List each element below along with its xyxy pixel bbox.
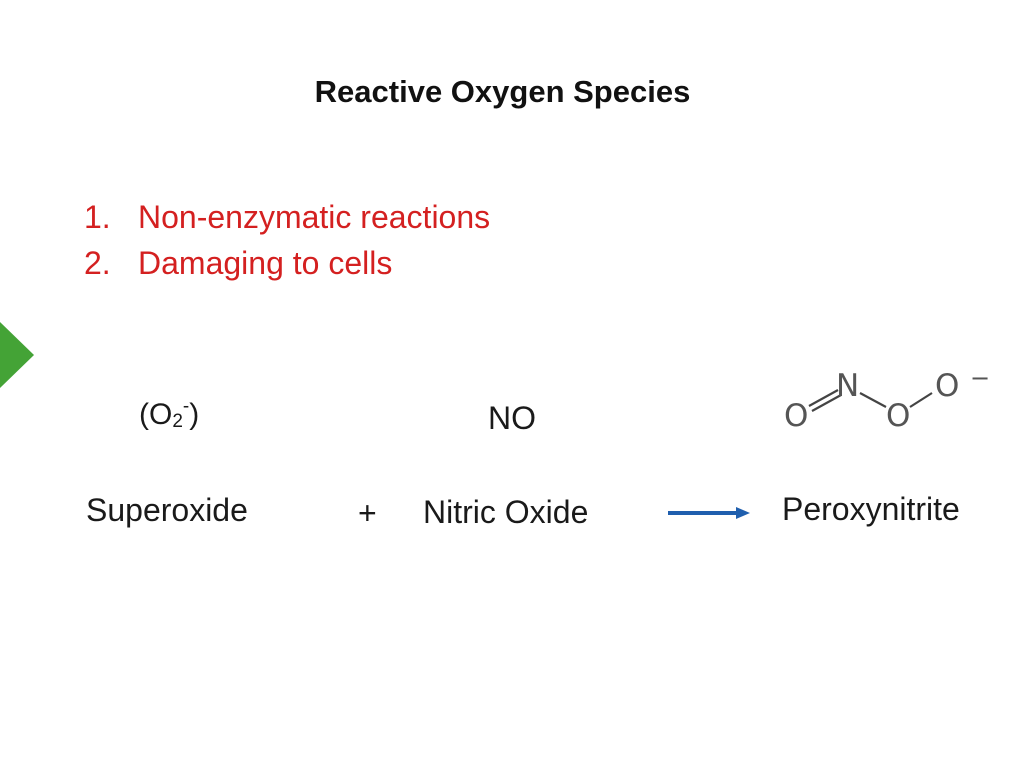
superoxide-formula: (O2-) xyxy=(139,396,200,432)
list-item: 1. Non-enzymatic reactions xyxy=(84,194,490,240)
negative-charge-symbol: − xyxy=(970,366,990,392)
list-item-text: Non-enzymatic reactions xyxy=(138,199,491,235)
list-item-number: 2. xyxy=(84,245,111,281)
list-item: 2. Damaging to cells xyxy=(84,240,490,286)
nitric-oxide-label: Nitric Oxide xyxy=(423,494,589,530)
reaction-arrow-icon xyxy=(668,507,750,519)
nitrogen-atom: N xyxy=(836,368,859,404)
list-item-number: 1. xyxy=(84,199,111,235)
superoxide-label: Superoxide xyxy=(86,492,248,528)
peroxynitrite-structure-diagram: O N O O − xyxy=(784,366,990,434)
oxygen-atom: O xyxy=(784,398,808,434)
peroxynitrite-label: Peroxynitrite xyxy=(782,491,960,527)
key-points-list: 1. Non-enzymatic reactions 2. Damaging to … xyxy=(84,194,490,286)
green-triangle-marker xyxy=(0,322,34,388)
nitric-oxide-formula: NO xyxy=(488,400,536,436)
oxygen-atom: O xyxy=(935,368,959,404)
list-item-text: Damaging to cells xyxy=(138,245,393,281)
plus-sign: + xyxy=(358,495,377,531)
oxygen-atom: O xyxy=(886,398,910,434)
slide-title: Reactive Oxygen Species xyxy=(314,74,691,109)
